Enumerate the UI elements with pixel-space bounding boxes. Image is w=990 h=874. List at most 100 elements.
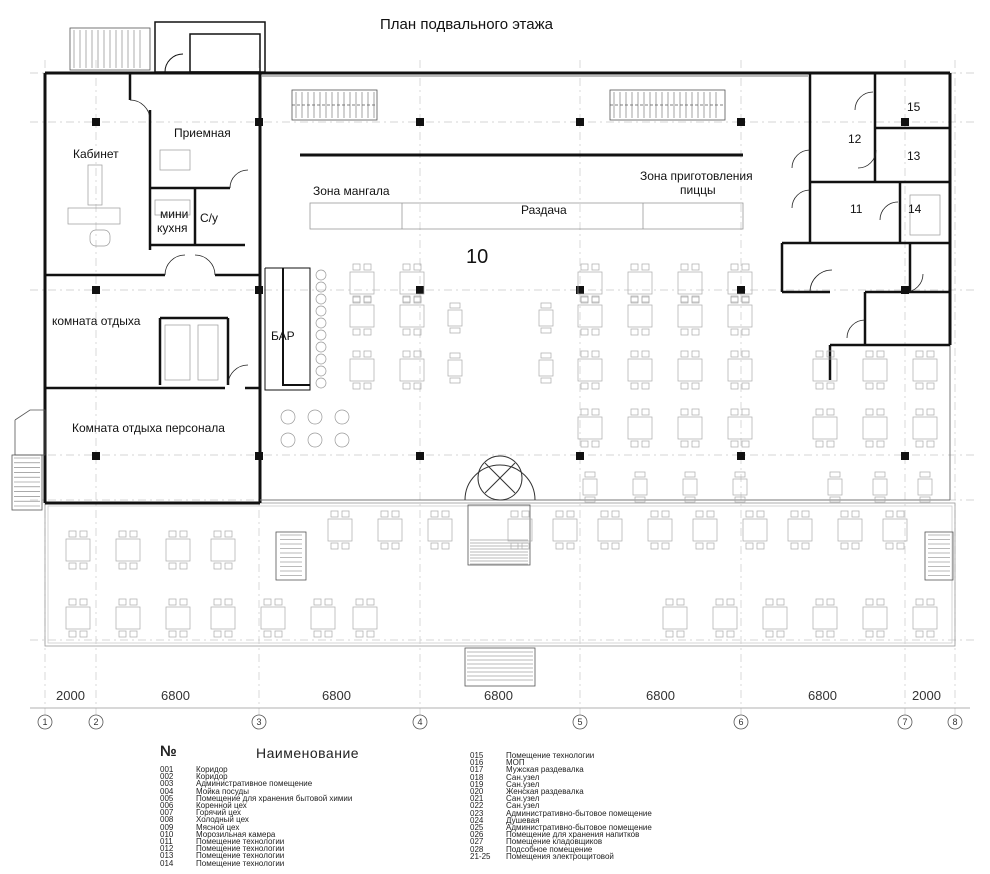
chair: [790, 542, 799, 550]
chair: [874, 496, 886, 503]
bar-stool: [315, 329, 327, 341]
dining-table: [538, 359, 554, 377]
chair: [366, 598, 375, 606]
room-label-grill-zone: Зона мангала: [313, 184, 390, 198]
dining-table: [349, 304, 375, 328]
dining-table: [677, 304, 703, 328]
chair: [865, 440, 874, 448]
room-label-pizza-zone-1: Зона приготовления: [640, 169, 753, 183]
revolving-door: [464, 455, 536, 501]
axis-marker: 3: [251, 714, 267, 730]
legend-code: 021: [470, 794, 484, 804]
chair: [555, 542, 564, 550]
top-stair: [69, 27, 151, 71]
chair: [876, 598, 885, 606]
chair: [118, 562, 127, 570]
chair: [801, 542, 810, 550]
chair: [580, 328, 589, 336]
chair: [352, 382, 361, 390]
chair: [691, 296, 700, 304]
chair: [641, 328, 650, 336]
dining-table: [165, 538, 191, 562]
round-table: [280, 409, 296, 425]
chair: [896, 510, 905, 518]
legend-name: Мужская раздевалка: [506, 765, 584, 775]
legend-code: 008: [160, 815, 174, 825]
structural-column: [576, 286, 584, 294]
chair: [352, 350, 361, 358]
right-rooms-walls: [780, 73, 950, 380]
structural-columns: [92, 118, 909, 460]
chair: [213, 530, 222, 538]
structural-column: [255, 118, 263, 126]
legend-name: Сан.узел: [506, 794, 540, 804]
chair: [341, 542, 350, 550]
chair: [695, 542, 704, 550]
structural-column: [901, 118, 909, 126]
chair: [706, 510, 715, 518]
chair: [380, 542, 389, 550]
chair: [691, 263, 700, 271]
chair: [684, 496, 696, 503]
chair: [79, 562, 88, 570]
legend-code: 001: [160, 765, 174, 774]
dining-table: [912, 358, 938, 382]
room-label-11: 11: [850, 202, 863, 216]
chair: [745, 510, 754, 518]
structural-column: [255, 452, 263, 460]
chair: [926, 382, 935, 390]
chair: [449, 377, 461, 384]
chair: [313, 630, 322, 638]
dining-table: [912, 606, 938, 630]
axis-label: 2: [94, 717, 99, 727]
legend-name: МОП: [506, 758, 525, 768]
legend-name: Помещения электрощитовой: [506, 851, 614, 861]
legend-name: Сан.узел: [506, 801, 540, 811]
structural-column: [901, 452, 909, 460]
chair: [580, 382, 589, 390]
door-arcs-left: [129, 99, 249, 386]
chair: [521, 542, 530, 550]
legend-name: Административно-бытовое помещение: [506, 823, 652, 833]
axis-circle: [88, 714, 104, 730]
chair: [730, 328, 739, 336]
dining-table: [507, 518, 533, 542]
chair: [591, 382, 600, 390]
chair: [641, 408, 650, 416]
chair: [413, 382, 422, 390]
chair: [510, 510, 519, 518]
chair: [885, 542, 894, 550]
legend-code: 012: [160, 844, 174, 854]
chair: [363, 328, 372, 336]
structural-column: [576, 452, 584, 460]
dining-table: [862, 606, 888, 630]
chair: [129, 562, 138, 570]
chair: [263, 598, 272, 606]
dining-table: [727, 358, 753, 382]
chair: [591, 296, 600, 304]
chair: [876, 630, 885, 638]
chair: [129, 630, 138, 638]
chair: [402, 296, 411, 304]
chair: [224, 630, 233, 638]
chair: [402, 382, 411, 390]
room-label-wc: С/у: [200, 211, 218, 225]
dining-table: [677, 271, 703, 295]
chair: [449, 302, 461, 309]
structural-column: [901, 286, 909, 294]
axis-marker: 6: [733, 714, 749, 730]
dining-table: [210, 538, 236, 562]
legend-col-no: №: [160, 743, 177, 760]
dining-table: [727, 271, 753, 295]
chair: [630, 328, 639, 336]
legend-code: 023: [470, 808, 484, 818]
